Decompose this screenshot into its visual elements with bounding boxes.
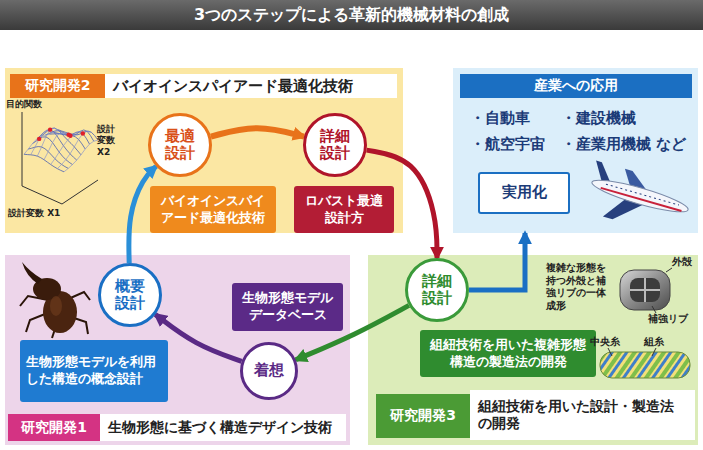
flow-arrow bbox=[129, 166, 156, 263]
panel-region: 実用化 産業への応用・自動車・建設機械・航空宇宙・産業用機械 など bbox=[453, 68, 698, 233]
step-circle: 詳細設計 bbox=[405, 258, 469, 322]
mesh-line bbox=[64, 140, 98, 172]
sample-point bbox=[68, 133, 72, 137]
panel-heading: 産業への応用 bbox=[460, 74, 692, 98]
surface-plot bbox=[22, 112, 98, 204]
part-label: 外殻 bbox=[672, 256, 698, 269]
step-label: 詳細設計 bbox=[421, 273, 453, 308]
process-box: 実用化 bbox=[478, 172, 570, 214]
mesh-line bbox=[41, 128, 81, 155]
part-label: 補強リブ bbox=[648, 313, 694, 326]
panel-text: 生物形態に基づく構造デザイン技術 bbox=[100, 414, 346, 441]
panel-text: バイオインスパイアード最適化技術 bbox=[105, 74, 397, 98]
step-label: 概要設計 bbox=[114, 278, 146, 313]
step-label: 詳細設計 bbox=[319, 128, 351, 163]
box-label: 実用化 bbox=[496, 180, 553, 206]
step-label: 着想 bbox=[253, 362, 285, 379]
part-label: 目的関数 bbox=[6, 99, 66, 110]
sample-point bbox=[48, 127, 52, 131]
part-label: 中央糸 bbox=[590, 336, 630, 349]
part-label: 複雑な形態を持つ外殻と補強リブの一体成形 bbox=[546, 262, 614, 312]
step-circle: 着想 bbox=[240, 342, 298, 400]
mesh-line bbox=[33, 137, 73, 165]
mesh-line bbox=[24, 154, 64, 172]
box-label: 組紐技術を用いた複雑形態構造の製造法の開発 bbox=[420, 334, 596, 373]
mesh-line bbox=[37, 130, 77, 160]
mesh-line bbox=[44, 133, 78, 160]
flow-arrow bbox=[296, 305, 409, 359]
process-box: 組紐技術を用いた複雑形態構造の製造法の開発 bbox=[420, 330, 596, 377]
mesh-line bbox=[24, 130, 58, 155]
mesh-line bbox=[50, 132, 90, 144]
flow-arrow bbox=[367, 150, 437, 258]
mesh-line bbox=[58, 130, 98, 140]
panel-region: 詳細設計組紐技術を用いた複雑形態構造の製造法の開発研究開発3組紐技術を用いた設計… bbox=[368, 255, 698, 445]
mesh-line bbox=[51, 131, 85, 164]
sample-point bbox=[81, 131, 85, 135]
panel-region: 最適設計詳細設計バイオインスパイアード最適化技術ロバスト最適設計方研究開発2バイ… bbox=[5, 68, 403, 233]
tube-illustration bbox=[620, 268, 672, 313]
panel-heading: 研究開発1 bbox=[8, 414, 100, 441]
mesh-line bbox=[37, 128, 71, 156]
box-label: 生物形態モデルを利用した構造の概念設計 bbox=[20, 351, 168, 391]
box-label: ロバスト最適設計方 bbox=[294, 190, 394, 229]
flow-arrow bbox=[469, 233, 525, 290]
diagram-title: 3つのステップによる革新的機械材料の創成 bbox=[0, 4, 703, 26]
beetle-illustration bbox=[20, 262, 90, 338]
step-circle: 最適設計 bbox=[148, 113, 212, 177]
part-label: 設計変数 X2 bbox=[97, 124, 121, 158]
box-label: 生物形態モデルデータベース bbox=[232, 287, 343, 327]
airplane-illustration bbox=[582, 161, 694, 239]
flow-arrow bbox=[211, 128, 304, 136]
flow-arrow bbox=[155, 315, 241, 362]
sample-point bbox=[66, 133, 70, 137]
step-label: 最適設計 bbox=[164, 128, 196, 163]
step-circle: 詳細設計 bbox=[303, 113, 367, 177]
part-label: 設計変数 X1 bbox=[8, 208, 88, 219]
panel-heading: 研究開発3 bbox=[376, 394, 470, 438]
step-circle: 概要設計 bbox=[98, 263, 162, 327]
panel-text: ・産業用機械 など bbox=[553, 132, 693, 156]
panel-region: 概要設計着想 生物形態モデルを利用した構造の概念設計 生物形態モデルデータベース研究… bbox=[5, 255, 350, 445]
mesh-line bbox=[28, 147, 68, 169]
part-label: 組糸 bbox=[644, 336, 674, 349]
mesh-line bbox=[45, 131, 85, 149]
mesh-line bbox=[54, 130, 94, 141]
mesh-line bbox=[57, 131, 91, 168]
panel-heading: 研究開発2 bbox=[10, 74, 105, 98]
panel-text: ・建設機械 bbox=[553, 106, 693, 130]
title-band bbox=[0, 0, 703, 30]
panel-text: ・航空宇宙 bbox=[462, 132, 554, 156]
panel-text: ・自動車 bbox=[462, 106, 554, 130]
process-box: ロバスト最適設計方 bbox=[294, 186, 394, 233]
process-box: 生物形態モデルデータベース bbox=[232, 283, 343, 331]
panel-text: 組紐技術を用いた設計・製造法の開発 bbox=[470, 390, 695, 440]
process-box: 生物形態モデルを利用した構造の概念設計 bbox=[20, 340, 168, 402]
box-label: バイオインスパイアード最適化技術 bbox=[150, 190, 276, 229]
sample-point bbox=[37, 137, 41, 141]
process-box: バイオインスパイアード最適化技術 bbox=[150, 186, 276, 233]
mesh-line bbox=[31, 131, 65, 155]
braid-illustration bbox=[600, 348, 690, 378]
